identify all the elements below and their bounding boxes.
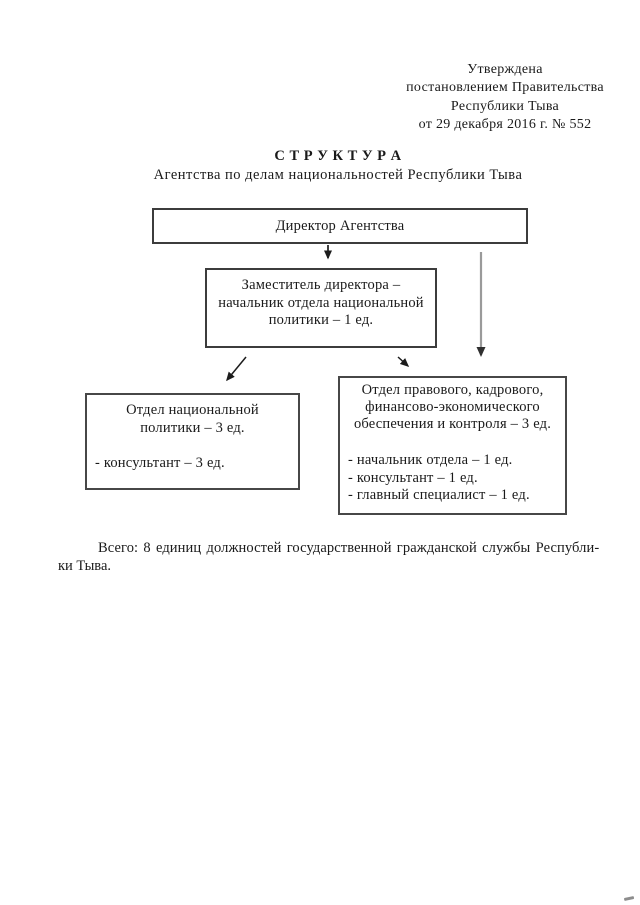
dept-national-policy-staff: - консультант – 3 ед. [87, 455, 298, 473]
dept-legal-title: Отдел правового, кадрового, финансово-эк… [340, 378, 565, 432]
dept-title-line: финансово-экономического [365, 398, 540, 415]
total-summary-line1: Всего: 8 единиц должностей государственн… [98, 540, 600, 556]
scan-artifact [623, 895, 635, 901]
deputy-line: Заместитель директора – [241, 277, 401, 293]
staff-item: - консультант – 3 ед. [95, 455, 225, 471]
director-box: Директор Агентства [152, 208, 528, 244]
approval-block: Утверждена постановлением Правительства … [390, 61, 620, 135]
deputy-line: политики – 1 ед. [268, 312, 374, 328]
dept-title-line: Отдел правового, кадрового, [361, 382, 544, 398]
deputy-director-box: Заместитель директора – начальник отдела… [205, 268, 437, 348]
staff-item: - начальник отдела – 1 ед. [348, 452, 513, 469]
dept-title-line: Отдел национальной [126, 402, 259, 418]
dept-title-line: политики – 3 ед. [140, 419, 245, 436]
dept-legal-staff: - начальник отдела – 1 ед. - консультант… [340, 452, 565, 505]
staff-item: - консультант – 1 ед. [348, 469, 478, 486]
dept-title-line: обеспечения и контроля – 3 ед. [353, 415, 552, 432]
dept-national-policy-title: Отдел национальной политики – 3 ед. [87, 395, 298, 437]
approval-line: Республики Тыва [450, 98, 560, 114]
staff-item: - главный специалист – 1 ед. [348, 487, 530, 504]
page-subtitle: Агентства по делам национальностей Респу… [153, 167, 523, 183]
deputy-line: начальник отдела национальной [218, 294, 424, 311]
total-summary-line2: ки Тыва. [58, 558, 112, 574]
dept-national-policy-box: Отдел национальной политики – 3 ед. - ко… [85, 393, 300, 490]
approval-line: постановлением Правительства [406, 80, 604, 96]
arrow-deputy-to-dept-legal [397, 356, 410, 368]
dept-legal-hr-finance-box: Отдел правового, кадрового, финансово-эк… [338, 376, 567, 515]
page-title: С Т Р У К Т У Р А [274, 148, 402, 164]
arrow-deputy-to-dept-national [226, 356, 247, 382]
approval-line: от 29 декабря 2016 г. № 552 [418, 117, 592, 133]
approval-line: Утверждена [467, 62, 543, 77]
director-label: Директор Агентства [275, 217, 405, 234]
